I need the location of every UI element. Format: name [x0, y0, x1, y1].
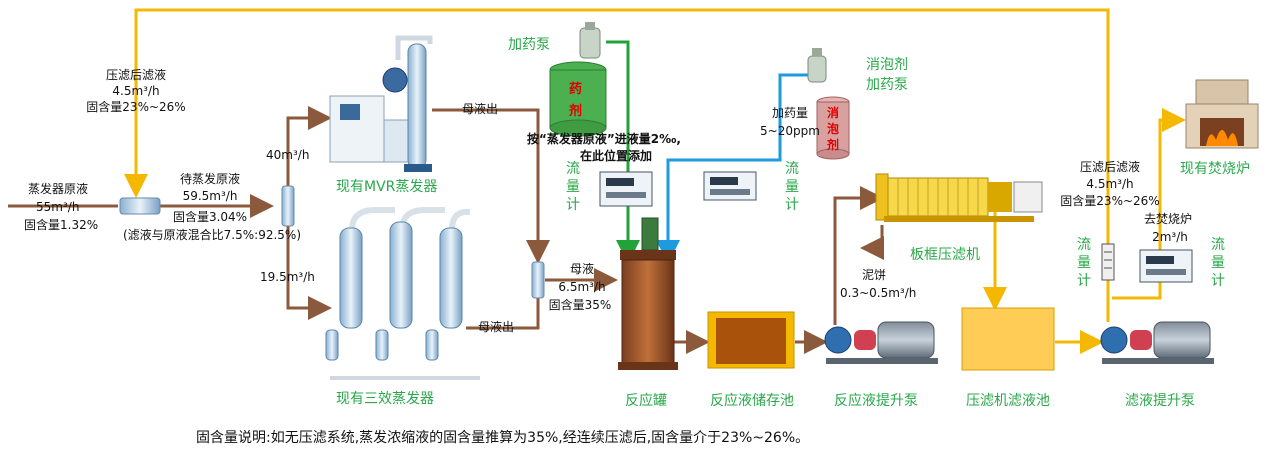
antifoam-drum — [816, 96, 850, 160]
reaction-lift-pump — [824, 321, 938, 364]
filtrate-pump-label: 滤液提升泵 — [1125, 393, 1195, 409]
flowmeter-label-1: 流量计 — [566, 161, 580, 213]
to-incinerator-label: 去焚烧炉 — [1143, 212, 1193, 226]
flowmeter-box-2 — [703, 171, 757, 201]
dosing-note-line-2: 在此位置添加 — [579, 149, 653, 163]
return-filtrate-solid: 固含量23%~26% — [86, 100, 186, 114]
mother-liquor-mixer — [531, 261, 545, 299]
drug-drum-char-1: 药 — [569, 82, 583, 97]
antifoam-drum-char-2: 泡 — [827, 122, 840, 136]
antifoam-line — [656, 73, 820, 264]
solid-content-note: 固含量说明:如无压滤系统,蒸发浓缩液的固含量推算为35%,经连续压滤后,固含量介… — [196, 430, 810, 446]
mother-out-label-2: 母液出 — [478, 320, 515, 334]
reaction-storage-pool — [707, 311, 795, 369]
mother-liquor-title: 母液 — [569, 262, 595, 276]
mixed-feed-ratio: (滤液与原液混合比7.5%:92.5%) — [122, 228, 302, 242]
filtrate-pool-label: 压滤机滤液池 — [966, 393, 1050, 409]
storage-pool-label: 反应液储存池 — [710, 393, 794, 409]
mixed-feed-solid: 固含量3.04% — [172, 210, 248, 224]
mother-liquor-solid: 固含量35% — [548, 298, 612, 312]
reactor-label: 反应罐 — [625, 393, 667, 409]
return-filtrate-flow: 4.5m³/h — [112, 84, 160, 98]
distributor — [281, 185, 295, 227]
triple-evaporator-label: 现有三效蒸发器 — [336, 391, 434, 407]
triple-feed-flow: 19.5m³/h — [260, 270, 315, 284]
dosing-pump-label: 加药泵 — [508, 37, 550, 53]
antifoam-pump-label-1: 消泡剂 — [866, 57, 908, 73]
mixed-feed-title: 待蒸发原液 — [179, 172, 241, 186]
incinerator-label: 现有焚烧炉 — [1180, 161, 1250, 177]
filtrate-lines — [983, 108, 1186, 354]
mvr-evaporator — [329, 35, 433, 172]
raw-feed-line — [8, 106, 884, 354]
antifoam-drum-char-1: 消 — [827, 106, 840, 120]
reactor-tank — [618, 217, 678, 370]
antifoam-drum-char-3: 剂 — [827, 138, 840, 152]
raw-liquid-solid: 固含量1.32% — [24, 218, 99, 232]
mixed-feed-flow: 59.5m³/h — [182, 189, 238, 203]
filtrate-lift-pump — [1100, 321, 1214, 364]
to-incinerator-flow: 2m³/h — [1152, 230, 1188, 244]
antifoam-dose-amount: 5~20ppm — [760, 124, 820, 138]
static-mixer-1 — [119, 197, 161, 215]
mvr-feed-flow: 40m³/h — [266, 148, 310, 162]
drug-drum — [549, 61, 607, 137]
dosing-pump — [579, 22, 601, 59]
flowmeter-box-1 — [599, 171, 653, 207]
drug-drum-char-2: 剂 — [569, 104, 583, 119]
antifoam-pump — [807, 48, 827, 83]
rotameter — [1101, 243, 1115, 281]
triple-effect-evaporator — [325, 207, 480, 380]
raw-liquid-flow: 55m³/h — [36, 200, 80, 214]
plate-frame-filter-press — [875, 173, 1043, 222]
press-filtrate-solid: 固含量23%~26% — [1060, 194, 1160, 208]
filtrate-pool — [961, 307, 1055, 371]
flowmeter-label-4: 流量计 — [1211, 237, 1225, 289]
filtrate-return-line — [124, 8, 1110, 268]
incinerator — [1185, 79, 1259, 149]
press-filtrate-flow: 4.5m³/h — [1086, 177, 1134, 191]
filter-cake-title: 泥饼 — [862, 268, 887, 282]
antifoam-dose-label: 加药量 — [772, 106, 809, 120]
flowmeter-box-3 — [1139, 249, 1193, 283]
return-filtrate-title: 压滤后滤液 — [105, 68, 167, 82]
lift-pump-label: 反应液提升泵 — [834, 393, 918, 409]
flowmeter-label-3: 流量计 — [1077, 237, 1091, 289]
dosing-note-line-1: 按“蒸发器原液”进液量2‰, — [527, 132, 681, 146]
mother-liquor-flow: 6.5m³/h — [558, 280, 606, 294]
flowmeter-label-2: 流量计 — [785, 161, 799, 213]
filter-press-label: 板框压滤机 — [910, 247, 980, 263]
antifoam-pump-label-2: 加药泵 — [866, 77, 908, 93]
filter-cake-flow: 0.3~0.5m³/h — [840, 286, 917, 300]
press-filtrate-title: 压滤后滤液 — [1079, 160, 1141, 174]
raw-liquid-title: 蒸发器原液 — [28, 182, 89, 196]
mother-out-label-1: 母液出 — [462, 102, 499, 116]
mvr-evaporator-label: 现有MVR蒸发器 — [336, 179, 438, 195]
